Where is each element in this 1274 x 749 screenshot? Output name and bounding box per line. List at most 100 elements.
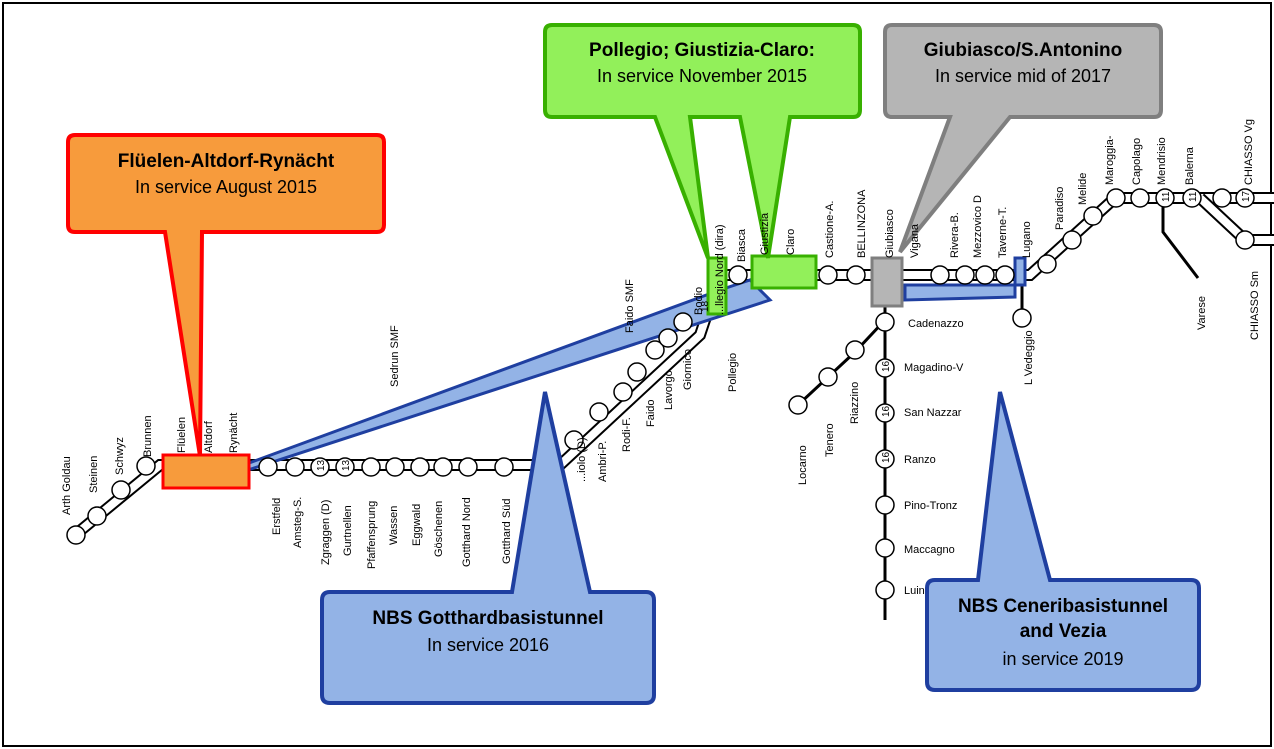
callout-pollegio-subtitle: In service November 2015 xyxy=(597,66,807,86)
station-label-tenero: Tenero xyxy=(824,423,836,457)
station-marker xyxy=(930,265,950,285)
station-marker xyxy=(975,265,995,285)
station-marker xyxy=(875,312,895,332)
station-label-castione: Castione-A. xyxy=(824,201,836,258)
callout-ceneri-title2: and Vezia xyxy=(1020,621,1107,642)
station-label-fluelen: Flüelen xyxy=(176,417,188,453)
callout-gotthard-subtitle: In service 2016 xyxy=(427,635,549,655)
station-label-paradiso: Paradiso xyxy=(1054,187,1066,230)
station-label-locarno: Locarno xyxy=(797,445,809,485)
station-label-luino: Luin xyxy=(904,585,925,597)
station-label-cadenazzo: Cadenazzo xyxy=(908,318,964,330)
station-marker xyxy=(658,328,678,348)
callout-pollegio: Pollegio; Giustizia-Claro: In service No… xyxy=(543,23,862,259)
station-marker xyxy=(1130,188,1150,208)
station-label-bellinzona: BELLINZONA xyxy=(856,189,868,258)
line-number-13a: 13 xyxy=(316,459,327,471)
station-label-pino: Pino-Tronz xyxy=(904,500,957,512)
station-label-altdorf: Altdorf xyxy=(203,420,215,453)
station-marker xyxy=(845,340,865,360)
station-label-faido-smf: Faido SMF xyxy=(624,279,636,333)
station-label-melide: Melide xyxy=(1077,173,1089,205)
pollegio-section-box xyxy=(706,256,728,316)
station-marker xyxy=(285,457,305,477)
station-marker xyxy=(627,362,647,382)
station-label-bodio: Bodio xyxy=(693,287,705,315)
station-label-capolago: Capolago xyxy=(1131,138,1143,185)
station-marker xyxy=(846,265,866,285)
station-marker xyxy=(1012,308,1032,328)
station-marker xyxy=(410,457,430,477)
station-marker xyxy=(728,265,748,285)
station-label-brunnen: Brunnen xyxy=(142,415,154,457)
station-marker xyxy=(361,457,381,477)
callout-gotthard: NBS Gotthardbasistunnel In service 2016 xyxy=(320,391,656,705)
giustizia-section-box xyxy=(750,254,818,290)
line-number-18: 18 xyxy=(700,300,711,312)
station-marker xyxy=(818,265,838,285)
callout-giubiasco-title: Giubiasco/S.Antonino xyxy=(924,40,1122,61)
station-label-arth-goldau: Arth Goldau xyxy=(61,456,73,515)
line-number-17: 17 xyxy=(1241,190,1252,202)
giubiasco-section-box xyxy=(870,256,904,308)
station-marker xyxy=(673,312,693,332)
station-label-goschenen: Göschenen xyxy=(433,501,445,557)
station-label-rivera: Rivera-B. xyxy=(949,212,961,258)
station-marker xyxy=(87,506,107,526)
station-marker xyxy=(875,538,895,558)
station-label-ranzo: Ranzo xyxy=(904,454,936,466)
station-marker xyxy=(788,395,808,415)
station-label-riazzino: Riazzino xyxy=(849,382,861,424)
callout-fluelen-title: Flüelen-Altdorf-Rynächt xyxy=(118,151,335,172)
station-label-sedrun-smf: Sedrun SMF xyxy=(389,325,401,387)
station-label-chiasso-vg: CHIASSO Vg xyxy=(1243,119,1255,185)
station-label-gotthard-nord: Gotthard Nord xyxy=(461,497,473,567)
station-marker xyxy=(1212,188,1232,208)
station-label-taverne: Taverne-T. xyxy=(997,207,1009,258)
line-number-badges: 13 13 18 16 16 16 11 11 17 xyxy=(310,188,1255,477)
station-marker xyxy=(66,525,86,545)
station-label-amsteg: Amsteg-S. xyxy=(292,497,304,548)
station-marker xyxy=(258,457,278,477)
line-number-16c: 16 xyxy=(881,451,892,463)
station-label-san-nazzaro: San Nazzar xyxy=(904,407,962,419)
station-marker xyxy=(955,265,975,285)
station-labels: Arth Goldau Steinen Schwyz Brunnen Flüel… xyxy=(61,119,1261,597)
station-label-rodi: Rodi-F. xyxy=(621,417,633,452)
station-marker xyxy=(458,457,478,477)
station-marker xyxy=(136,456,156,476)
line-number-16a: 16 xyxy=(881,360,892,372)
station-label-mezzovico: Mezzovico D xyxy=(972,195,984,258)
station-marker xyxy=(385,457,405,477)
station-label-lavorgo: Lavorgo xyxy=(663,370,675,410)
callout-ceneri-title: NBS Ceneribasistunnel xyxy=(958,596,1168,617)
station-label-pollegio: Pollegio xyxy=(727,353,739,392)
station-marker xyxy=(564,430,584,450)
ceneri-tunnel-band xyxy=(903,256,1027,302)
station-label-claro: Claro xyxy=(785,229,797,255)
station-label-biasca: Biasca xyxy=(736,228,748,262)
callout-giubiasco: Giubiasco/S.Antonino In service mid of 2… xyxy=(883,23,1163,254)
station-label-zgraggen: Zgraggen (D) xyxy=(320,500,332,565)
station-label-balerna: Balerna xyxy=(1184,146,1196,185)
station-label-maroggia: Maroggia- xyxy=(1104,135,1116,185)
station-label-gotthard-sud: Gotthard Süd xyxy=(501,499,513,564)
station-marker xyxy=(1062,230,1082,250)
station-label-vigana: Vigana xyxy=(909,223,921,258)
line-number-11a: 11 xyxy=(1161,191,1172,202)
station-marker xyxy=(875,495,895,515)
station-marker xyxy=(433,457,453,477)
station-label-giubiasco: Giubiasco xyxy=(884,209,896,258)
station-label-varese: Varese xyxy=(1196,296,1208,330)
station-label-airolo: ...iolo (D) xyxy=(576,437,588,482)
station-label-maccagno: Maccagno xyxy=(904,544,955,556)
station-marker xyxy=(613,382,633,402)
callout-ceneri: NBS Ceneribasistunnel and Vezia in servi… xyxy=(925,391,1201,692)
callout-pollegio-title: Pollegio; Giustizia-Claro: xyxy=(589,40,815,61)
station-label-wassen: Wassen xyxy=(388,506,400,545)
line-number-13b: 13 xyxy=(341,459,352,471)
callout-gotthard-title: NBS Gotthardbasistunnel xyxy=(372,608,603,629)
station-marker xyxy=(589,402,609,422)
station-label-pfaffensprung: Pfaffensprung xyxy=(366,501,378,569)
station-label-giornico: Giornico xyxy=(682,349,694,390)
